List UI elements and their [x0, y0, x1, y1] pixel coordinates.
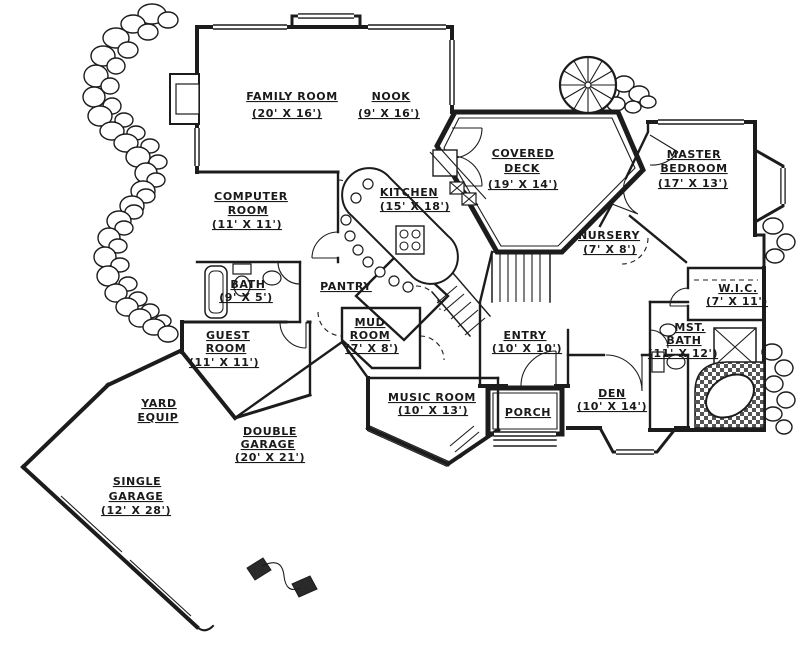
rock-cluster-right-lower — [761, 343, 796, 435]
master-bedroom-door — [611, 177, 639, 215]
label-master-bedroom-2: BEDROOM — [660, 162, 727, 175]
label-yard-equip-2: EQUIP — [138, 411, 179, 424]
doors — [277, 127, 689, 392]
wic-door — [669, 287, 689, 307]
hall-arch — [415, 285, 441, 311]
label-double-garage-1: DOUBLE — [243, 425, 297, 438]
rock-border-left — [82, 3, 179, 343]
wic-walls — [686, 266, 766, 322]
label-mud-room-2: ROOM — [350, 329, 391, 342]
guest-room-door — [279, 321, 307, 349]
master-bath-fixtures — [651, 323, 765, 429]
label-master-bedroom-1: MASTER — [667, 148, 721, 161]
dims-single-garage: (12' X 28') — [101, 504, 171, 517]
label-master-bath-1: MST. — [674, 321, 705, 334]
nursery-arch — [621, 237, 649, 265]
label-family-room: FAMILY ROOM — [246, 90, 338, 103]
sink — [262, 270, 282, 286]
garage-door-panels — [60, 495, 192, 617]
label-entry: ENTRY — [503, 329, 546, 342]
label-single-garage-1: SINGLE — [113, 475, 161, 488]
dims-master-bath: (11' X 12') — [648, 347, 718, 360]
label-mud-room-1: MUD — [355, 316, 386, 329]
dims-computer-room: (11' X 11') — [212, 218, 282, 231]
label-master-bath-2: BATH — [666, 334, 701, 347]
master-deck-door — [649, 134, 679, 166]
computer-room-door — [311, 231, 339, 259]
dims-covered-deck: (19' X 14') — [488, 178, 558, 191]
label-yard-equip-1: YARD — [140, 397, 176, 410]
dims-wic: (7' X 11') — [706, 295, 768, 308]
dims-nursery: (7' X 8') — [583, 243, 637, 256]
dims-double-garage: (20' X 21') — [235, 451, 305, 464]
label-guest-room-2: ROOM — [206, 342, 247, 355]
rock-cluster-right-upper — [762, 217, 796, 264]
entry-walk-steps — [449, 425, 485, 459]
bath-door — [277, 261, 301, 285]
label-covered-deck-1: COVERED — [492, 147, 554, 160]
main-staircase — [430, 251, 551, 338]
dims-nook: (9' X 16') — [358, 107, 420, 120]
front-door — [520, 350, 557, 387]
interior-walls — [195, 120, 766, 370]
porch-steps — [493, 439, 557, 447]
label-pantry: PANTRY — [320, 280, 372, 293]
mud-room-arch-east — [419, 335, 445, 361]
label-computer-room-2: ROOM — [228, 204, 269, 217]
dims-kitchen: (15' X 18') — [380, 200, 450, 213]
label-nursery: NURSERY — [578, 229, 641, 242]
dims-den: (10' X 14') — [577, 400, 647, 413]
dims-guest-room: (11' X 11') — [189, 356, 259, 369]
fireplace — [169, 73, 200, 125]
kitchen-counters — [395, 145, 487, 255]
label-music-room: MUSIC ROOM — [388, 391, 476, 404]
master-bay-window — [752, 147, 785, 225]
deck-railing — [434, 109, 646, 255]
mud-room-arch-west — [317, 311, 343, 337]
den-door — [605, 354, 643, 392]
label-computer-room-1: COMPUTER — [214, 190, 288, 203]
dims-entry: (10' X 10') — [492, 342, 562, 355]
label-guest-room-1: GUEST — [206, 329, 250, 342]
room-labels: FAMILY ROOM (20' X 16') NOOK (9' X 16') … — [101, 90, 768, 517]
windows — [194, 13, 786, 467]
label-covered-deck-2: DECK — [504, 162, 540, 175]
cooktop — [395, 225, 425, 255]
dims-music-room: (10' X 13') — [398, 404, 468, 417]
yard-wall — [20, 382, 111, 470]
dims-mud-room: (7' X 8') — [345, 342, 399, 355]
label-bath: BATH — [230, 278, 265, 291]
label-double-garage-2: GARAGE — [241, 438, 296, 451]
dims-bath: (9' X 5') — [219, 291, 273, 304]
label-porch: PORCH — [505, 406, 551, 419]
label-kitchen: KITCHEN — [380, 186, 438, 199]
toilet — [232, 263, 252, 275]
toilet-bowl — [666, 354, 686, 370]
toilet-tank — [651, 351, 665, 373]
porch-walls — [485, 385, 565, 437]
label-single-garage-2: GARAGE — [109, 490, 164, 503]
dims-master-bedroom: (17' X 13') — [658, 177, 728, 190]
music-bay-window — [365, 425, 451, 467]
label-den: DEN — [598, 387, 626, 400]
yard-symbol — [246, 557, 318, 598]
garden-tub — [705, 373, 755, 419]
label-nook: NOOK — [372, 90, 411, 103]
label-wic: W.I.C. — [718, 282, 758, 295]
rock-cluster-top-right — [596, 75, 657, 114]
garage-front-wall — [20, 464, 200, 630]
hall-bath-fixtures — [204, 263, 282, 319]
vanity-sink — [659, 323, 677, 337]
spiral-staircase — [558, 55, 618, 115]
mud-room-walls — [340, 306, 422, 370]
dims-family-room: (20' X 16') — [252, 107, 322, 120]
master-bath-door — [649, 329, 669, 349]
